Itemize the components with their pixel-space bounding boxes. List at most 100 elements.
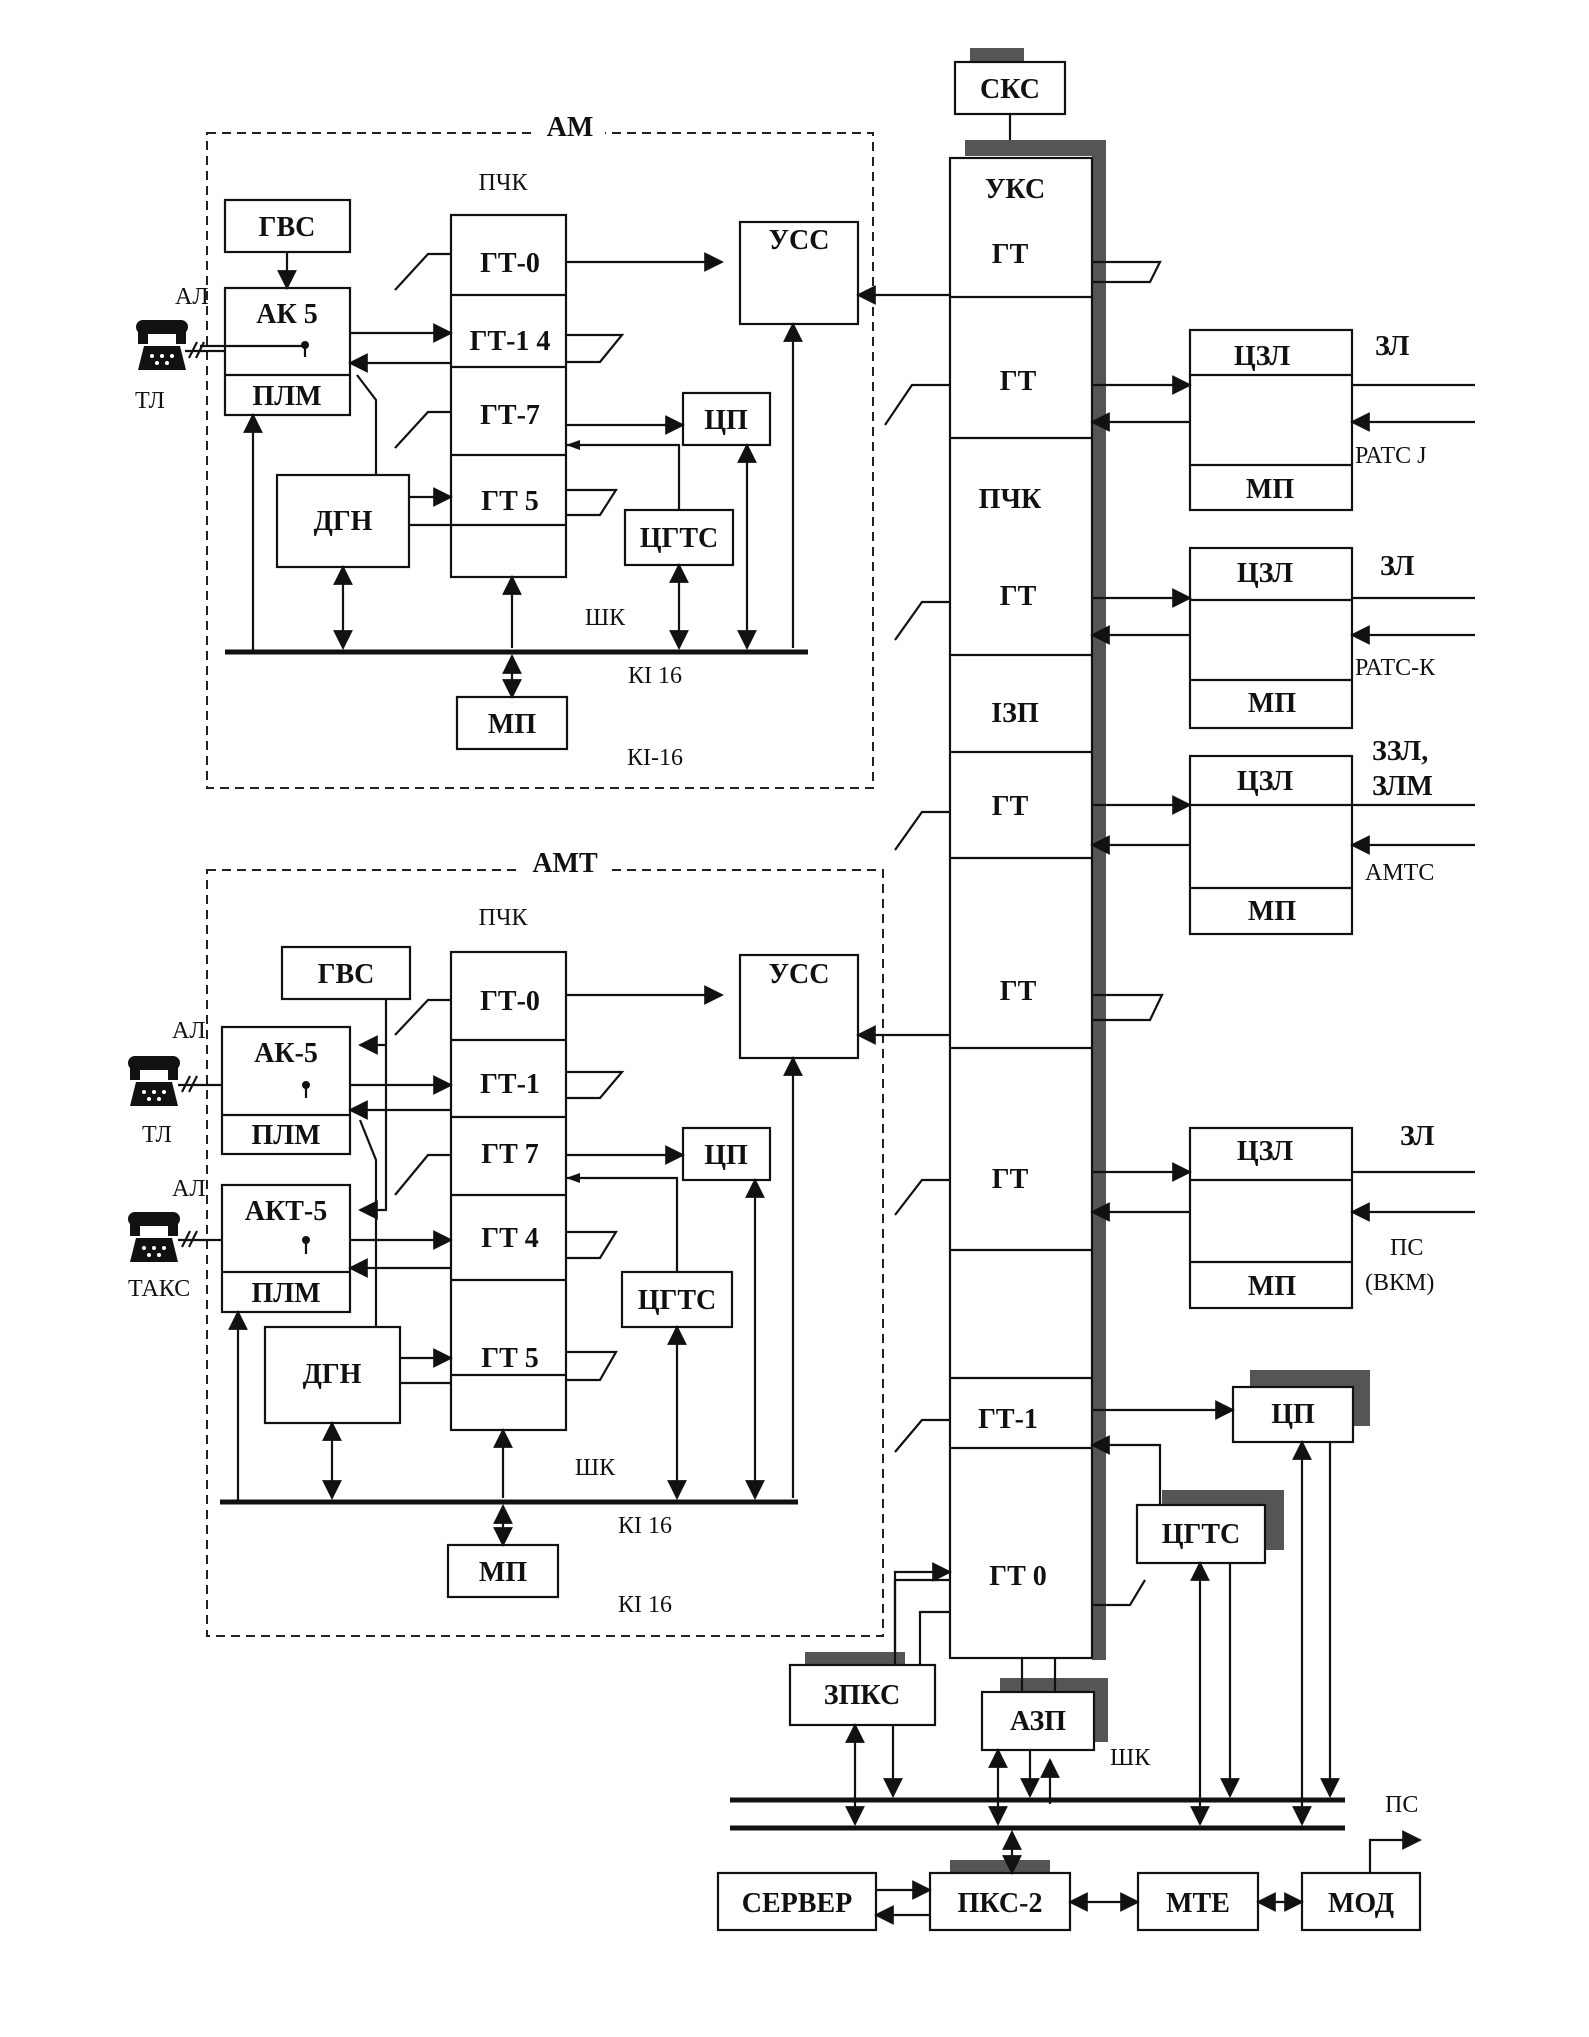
amt-plm2: ПЛМ — [251, 1278, 320, 1309]
amt-taksofon-icon — [128, 1212, 180, 1262]
mod-block — [1300, 1871, 1422, 1932]
amt-al1: АЛ — [172, 1018, 206, 1044]
uks-gt-c: ГТ — [1000, 581, 1037, 612]
czl2-label: ЦЗЛ — [1237, 558, 1293, 589]
zpks-block — [788, 1663, 937, 1727]
vkm-label: (ВКМ) — [1365, 1270, 1434, 1296]
right-cp-block — [1231, 1385, 1355, 1444]
amt-uss: УСС — [769, 959, 830, 990]
czl1-label: ЦЗЛ — [1234, 341, 1290, 372]
amt-pchk-label: ПЧК — [479, 905, 529, 931]
am-cp-block — [681, 391, 772, 447]
am-title: АМ — [547, 112, 594, 143]
uks-gt-e: ГТ — [1000, 976, 1037, 1007]
uks-gt-f: ГТ — [992, 1164, 1029, 1195]
amt-akt: АКТ-5 — [245, 1196, 328, 1227]
bottom-shk: ШК — [1110, 1745, 1151, 1771]
amt-pchk-column — [449, 950, 568, 1432]
uks-core: СКС УКС ГТ ГТ ПЧК ГТ ІЗП ГТ ГТ ГТ ГТ-1 Г… — [856, 48, 1164, 1690]
amt-ak-block — [220, 1025, 352, 1156]
am-ki1: КІ 16 — [628, 663, 682, 689]
am-gt7: ГТ-7 — [480, 400, 540, 431]
zlm-label: ЗЛМ — [1372, 771, 1433, 802]
am-dgn: ДГН — [314, 506, 373, 537]
uks-label: УКС — [985, 174, 1045, 205]
pks2-label: ПКС-2 — [958, 1888, 1043, 1919]
uks-gt-b: ГТ — [1000, 366, 1037, 397]
uks-gt0: ГТ 0 — [989, 1561, 1047, 1592]
right-side: ЦЗЛ МП ЗЛ РАТС J ЦЗЛ МП ЗЛ РАТС-К ЦЗЛ МП… — [1090, 328, 1475, 1565]
right-cgts: ЦГТС — [1162, 1519, 1241, 1550]
amt-title: АМТ — [532, 848, 598, 879]
ratsk-label: РАТС-К — [1355, 655, 1436, 681]
amt-cgts: ЦГТС — [638, 1285, 717, 1316]
am-shk: ШК — [585, 605, 626, 631]
amt-telephone-icon — [128, 1056, 180, 1106]
am-gvs: ГВС — [259, 212, 316, 243]
zl4-label: ЗЛ — [1400, 1121, 1435, 1152]
amt-akt-block — [220, 1183, 352, 1314]
server-label: СЕРВЕР — [742, 1888, 852, 1919]
pks2-block — [928, 1871, 1072, 1932]
am-mp-block — [455, 695, 569, 751]
am-uss-block — [738, 220, 860, 326]
amt-taks: ТАКС — [128, 1276, 190, 1302]
czl4-label: ЦЗЛ — [1237, 1136, 1293, 1167]
amt-ki1: КІ 16 — [618, 1513, 672, 1539]
sks-block — [953, 60, 1067, 116]
zpks-label: ЗПКС — [824, 1680, 900, 1711]
uks-gt-d: ГТ — [992, 791, 1029, 822]
am-gvs-block — [223, 198, 352, 254]
am-telephone-icon — [136, 320, 188, 370]
czl1-block — [1188, 328, 1354, 512]
ratsj-label: РАТС J — [1355, 443, 1427, 469]
am-ki2: КІ-16 — [627, 745, 683, 771]
czl2-mp: МП — [1248, 688, 1296, 719]
czl2-block — [1188, 546, 1354, 730]
zl2-label: ЗЛ — [1380, 551, 1415, 582]
uks-pchk: ПЧК — [979, 484, 1042, 515]
am-pchk-column — [449, 213, 568, 579]
amt-mp: МП — [479, 1557, 527, 1588]
am-plm: ПЛМ — [252, 381, 321, 412]
amt-cp: ЦП — [704, 1140, 748, 1171]
amt-gt7: ГТ 7 — [481, 1139, 539, 1170]
am-pchk-label: ПЧК — [479, 170, 529, 196]
amt-tl: ТЛ — [142, 1122, 172, 1148]
amt-shk: ШК — [575, 1455, 616, 1481]
amt-gt4: ГТ 4 — [481, 1223, 539, 1254]
amt-gvs-block — [280, 945, 412, 1001]
azp-label: АЗП — [1010, 1706, 1066, 1737]
uks-column — [948, 156, 1094, 1660]
am-mp: МП — [488, 709, 536, 740]
amt-uss-block — [738, 953, 860, 1060]
amt-ki2: КІ 16 — [618, 1592, 672, 1618]
amt-gt1: ГТ-1 — [480, 1069, 540, 1100]
amt-ak: АК-5 — [254, 1038, 318, 1069]
am-gt14: ГТ-1 4 — [470, 326, 551, 357]
am-gt0: ГТ-0 — [480, 248, 540, 279]
uks-izp: ІЗП — [991, 698, 1039, 729]
am-cp: ЦП — [704, 405, 748, 436]
amt-plm1: ПЛМ — [251, 1120, 320, 1151]
czl3-label: ЦЗЛ — [1237, 766, 1293, 797]
uks-gt-a: ГТ — [992, 239, 1029, 270]
server-block — [716, 1871, 878, 1932]
czl4-mp: МП — [1248, 1271, 1296, 1302]
bottom-section: ЗПКС АЗП ШК ПС ПКС-2 СЕРВЕР — [716, 1440, 1422, 1932]
amts-label: АМТС — [1365, 860, 1434, 886]
ps-label: ПС — [1390, 1235, 1423, 1261]
sks-label: СКС — [980, 74, 1040, 105]
am-ak: АК 5 — [256, 299, 318, 330]
azp-block — [980, 1690, 1096, 1752]
amt-module: АМТ ПЧК ГТ-0 ГТ-1 ГТ 7 ГТ 4 ГТ 5 ГВС АК-… — [128, 848, 884, 1637]
mte-block — [1136, 1871, 1260, 1932]
uks-gt1: ГТ-1 — [978, 1404, 1038, 1435]
czl4-block — [1188, 1126, 1354, 1310]
am-tl: ТЛ — [135, 388, 165, 414]
am-uss: УСС — [769, 225, 830, 256]
am-gt5: ГТ 5 — [481, 486, 539, 517]
amt-gt0: ГТ-0 — [480, 986, 540, 1017]
czl3-block — [1188, 754, 1354, 936]
